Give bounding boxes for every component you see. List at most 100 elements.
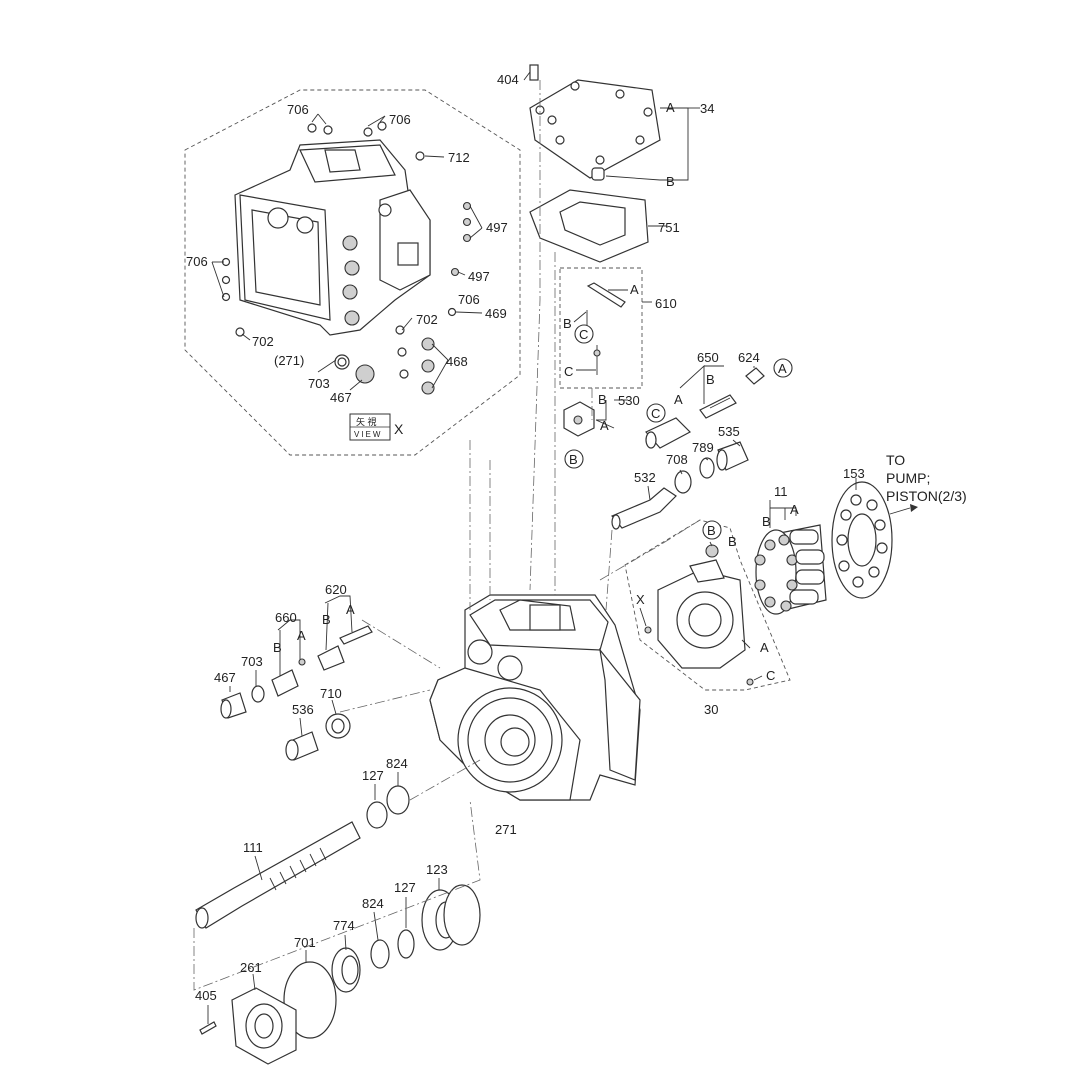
label-610: 610 — [655, 296, 677, 311]
label-706-1: 706 — [287, 102, 309, 117]
label-34-b: B — [666, 174, 675, 189]
label-405: 405 — [195, 988, 217, 1003]
label-610-circ: C — [579, 327, 588, 342]
label-660-b: B — [273, 640, 282, 655]
pointer-arrow — [889, 504, 918, 515]
plug-536 — [285, 731, 319, 761]
ring-703b — [251, 685, 265, 703]
label-712: 712 — [448, 150, 470, 165]
label-261: 261 — [240, 960, 262, 975]
circle-b-30 — [702, 520, 722, 540]
label-706-2: 706 — [389, 112, 411, 127]
label-467-2: 467 — [214, 670, 236, 685]
label-30-c: C — [766, 668, 775, 683]
ring-708 — [674, 470, 692, 494]
label-610-a: A — [630, 282, 639, 297]
alignment-lines — [193, 80, 701, 991]
view-kanji: 矢 視 — [356, 416, 377, 427]
label-703-1: 703 — [308, 376, 330, 391]
ring-789 — [699, 457, 715, 479]
plug-624 — [745, 367, 765, 385]
cover-assembly-34 — [529, 64, 661, 181]
labels: 404 34 A B 751 610 A B C C 706 706 706 7… — [186, 72, 967, 1003]
view-word: VIEW — [354, 430, 382, 439]
label-127-1: 127 — [362, 768, 384, 783]
label-469: 469 — [485, 306, 507, 321]
part-610 — [586, 282, 626, 375]
rotary-leaders — [769, 478, 857, 528]
view-x-leaders — [211, 113, 483, 391]
label-650-a: A — [674, 392, 683, 407]
label-620: 620 — [325, 582, 347, 597]
circle-c-650 — [646, 403, 666, 423]
casing-view-x — [234, 139, 431, 336]
label-702-1: 702 — [252, 334, 274, 349]
label-circ-c1: C — [651, 406, 660, 421]
label-30-a: A — [760, 640, 769, 655]
sleeve-c — [645, 417, 691, 449]
label-706-3: 706 — [186, 254, 208, 269]
label-30-x: X — [636, 592, 645, 607]
label-271: 271 — [495, 822, 517, 837]
view-x-badge — [349, 413, 391, 441]
piston-assembly-11 — [754, 524, 827, 615]
label-30: 30 — [704, 702, 718, 717]
spool-660 — [271, 658, 306, 697]
label-467-1: 467 — [330, 390, 352, 405]
label-701: 701 — [294, 935, 316, 950]
swash-leaders — [639, 541, 763, 681]
label-532: 532 — [634, 470, 656, 485]
label-824-1: 824 — [386, 756, 408, 771]
shaft-111 — [195, 821, 361, 929]
to-pump-line1: TO — [886, 452, 905, 468]
plug-467b — [220, 692, 247, 719]
label-703-2: 703 — [241, 654, 263, 669]
spool-620 — [317, 625, 373, 671]
label-30-b: B — [728, 534, 737, 549]
label-11-b: B — [762, 514, 771, 529]
cover-261 — [231, 987, 297, 1065]
label-circ-b1: B — [569, 452, 578, 467]
label-497-1: 497 — [486, 220, 508, 235]
ring-127b — [397, 929, 415, 959]
gasket-751-window — [559, 201, 626, 246]
label-702-2: 702 — [416, 312, 438, 327]
region-610 — [559, 267, 643, 389]
label-34: 34 — [700, 101, 714, 116]
circle-c-610 — [574, 324, 594, 344]
label-circ-b2: B — [707, 523, 716, 538]
label-610-b: B — [563, 316, 572, 331]
label-708: 708 — [666, 452, 688, 467]
label-271-paren: (271) — [274, 353, 304, 368]
label-11: 11 — [774, 484, 788, 499]
bolt-405 — [199, 1021, 217, 1035]
ring-127a — [366, 801, 388, 829]
label-34-a: A — [666, 100, 675, 115]
spool-650 — [699, 394, 737, 419]
label-660: 660 — [275, 610, 297, 625]
label-650: 650 — [697, 350, 719, 365]
label-530-b: B — [598, 392, 607, 407]
region-30 — [624, 519, 791, 691]
stopper-532 — [611, 487, 677, 530]
label-751: 751 — [658, 220, 680, 235]
label-circ-a: A — [778, 361, 787, 376]
label-650-b: B — [706, 372, 715, 387]
label-789: 789 — [692, 440, 714, 455]
circle-a-624 — [773, 358, 793, 378]
label-530-a: A — [600, 418, 609, 433]
block-530 — [563, 401, 595, 437]
ring-824b — [370, 939, 390, 969]
label-706-4: 706 — [458, 292, 480, 307]
label-624: 624 — [738, 350, 760, 365]
label-153: 153 — [843, 466, 865, 481]
swash-plate-30 — [644, 544, 754, 686]
label-11-a: A — [790, 502, 799, 517]
label-404: 404 — [497, 72, 519, 87]
view-x-letter: X — [394, 421, 404, 437]
retainer-plate-153 — [831, 481, 893, 599]
label-824-2: 824 — [362, 896, 384, 911]
label-620-a: A — [346, 602, 355, 617]
label-660-a: A — [297, 628, 306, 643]
